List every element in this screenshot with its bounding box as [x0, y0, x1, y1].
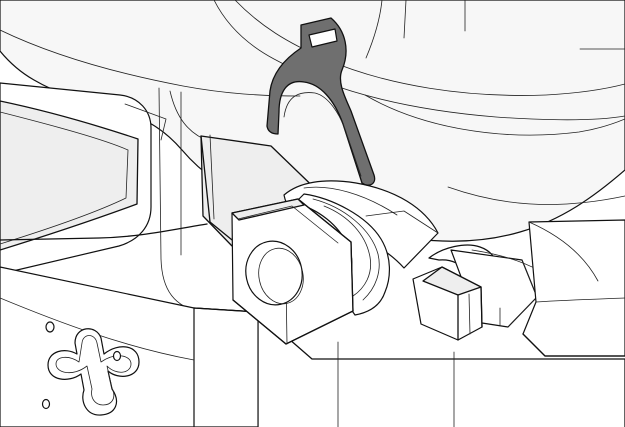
right-block: [522, 219, 625, 357]
clip-body: [266, 17, 376, 186]
bowl-lower-line: [447, 186, 625, 205]
collar-back-line: [365, 210, 439, 234]
hex-nut-right-top-edge: [297, 198, 352, 243]
collar-ring-line-1: [312, 198, 380, 301]
cross-emboss-inner: [55, 335, 132, 406]
retaining-clip-icon: [266, 17, 376, 186]
housing-rim-line: [213, 0, 625, 121]
right-block-mid-line: [535, 297, 625, 303]
emboss-dot-right: [112, 350, 122, 362]
support-inner-line: [209, 134, 215, 220]
clip-inner-edge: [283, 92, 362, 177]
casing-corner: [193, 307, 259, 427]
hex-nut-inner-top: [237, 205, 339, 244]
housing-inner-rim: [234, 0, 625, 96]
bowl-inner-shadow: [364, 94, 625, 136]
housing-seam: [365, 0, 383, 59]
right-block-curve: [528, 221, 599, 282]
bolt-head-edge-3: [468, 293, 471, 335]
right-block-face: [522, 219, 625, 357]
left-bottom-edge: [0, 223, 208, 241]
hex-nut-right-edge: [350, 241, 354, 312]
housing-short-seam: [403, 0, 407, 39]
collar-ring-line-2: [323, 205, 372, 297]
left-inset-panel: [0, 100, 139, 251]
right-block-bottom-edge: [522, 333, 625, 357]
hex-nut-top-bevel: [231, 198, 305, 221]
housing-edge-line: [0, 29, 301, 97]
left-top-corner: [124, 103, 167, 141]
hex-nut-bottom-edge: [232, 299, 354, 345]
emboss-dot-bottom-left: [41, 398, 51, 410]
bolt-head-edge-2: [480, 286, 483, 328]
support-left-edge: [200, 135, 238, 245]
large-hex-assembly: [231, 193, 439, 345]
left-inset-lines: [0, 111, 129, 245]
left-mounting-block: [0, 82, 208, 314]
clip-slot: [308, 28, 338, 48]
casing-top-edge: [193, 307, 625, 427]
small-bolt-assembly: [412, 244, 541, 341]
shaft-housing-edge: [303, 186, 398, 216]
emboss-dot-top-left: [45, 321, 55, 333]
nut-bore-inner: [258, 247, 304, 305]
cross-emboss: [47, 328, 140, 416]
cross-emboss-icon: [41, 321, 140, 416]
